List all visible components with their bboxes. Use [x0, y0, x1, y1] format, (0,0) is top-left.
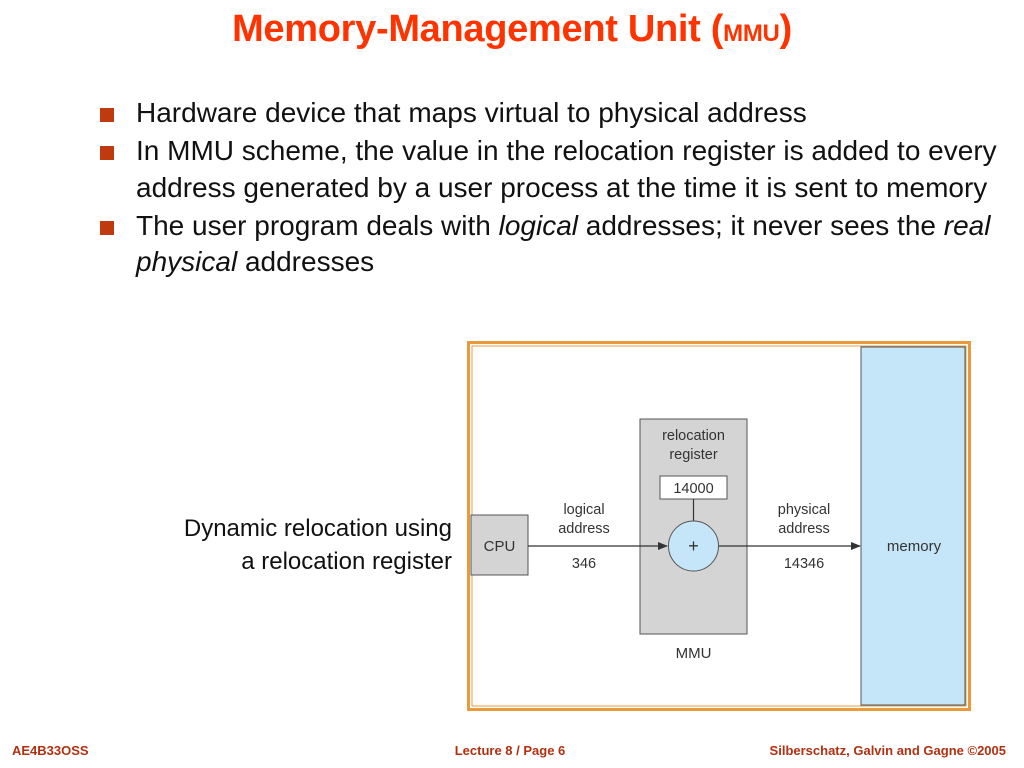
title-abbr: MMU: [723, 20, 780, 47]
cpu-label: CPU: [484, 538, 516, 555]
logical-address-value: 346: [572, 556, 596, 572]
physical-address-value: 14346: [784, 556, 824, 572]
page-title: Memory-Management Unit (MMU): [0, 8, 1024, 51]
physical-address-label-1: physical: [778, 502, 830, 518]
title-close: ): [779, 8, 793, 50]
cpu-box: [470, 514, 529, 576]
logical-address-label-1: logical: [563, 502, 604, 518]
bullet-list: Hardware device that maps virtual to phy…: [98, 95, 998, 282]
figure-caption: Dynamic relocation using a relocation re…: [184, 512, 452, 578]
emphasis-real-physical: real physical: [136, 209, 991, 278]
adder-plus-icon: +: [688, 536, 699, 556]
relocation-register-label-1: relocation: [662, 428, 725, 444]
physical-address-label-2: address: [778, 521, 830, 537]
memory-block: [860, 346, 966, 706]
relocation-register-value: 14000: [673, 481, 713, 497]
bullet-square-icon: [100, 146, 114, 160]
footer-copyright: Silberschatz, Galvin and Gagne ©2005: [769, 743, 1006, 758]
relocation-diagram: memory relocation register 14000 + MMU C…: [467, 341, 971, 711]
caption-line-2: a relocation register: [241, 548, 452, 575]
bullet-square-icon: [100, 108, 114, 122]
mmu-label: MMU: [676, 645, 712, 662]
memory-label: memory: [887, 538, 942, 555]
bullet-item: The user program deals with logical addr…: [98, 208, 998, 281]
logical-address-label-2: address: [558, 521, 610, 537]
adder-circle: [668, 520, 719, 572]
footer-course-code: AE4B33OSS: [12, 743, 89, 758]
bullet-item: In MMU scheme, the value in the relocati…: [98, 133, 998, 206]
footer-page-number: Lecture 8 / Page 6: [454, 743, 566, 758]
relocation-register-label-2: register: [669, 447, 718, 463]
bullet-square-icon: [100, 220, 114, 235]
caption-line-1: Dynamic relocation using: [183, 515, 452, 542]
emphasis-logical: logical: [498, 209, 578, 241]
bullet-item: Hardware device that maps virtual to phy…: [98, 95, 998, 132]
title-main: Memory-Management Unit (: [232, 8, 724, 50]
